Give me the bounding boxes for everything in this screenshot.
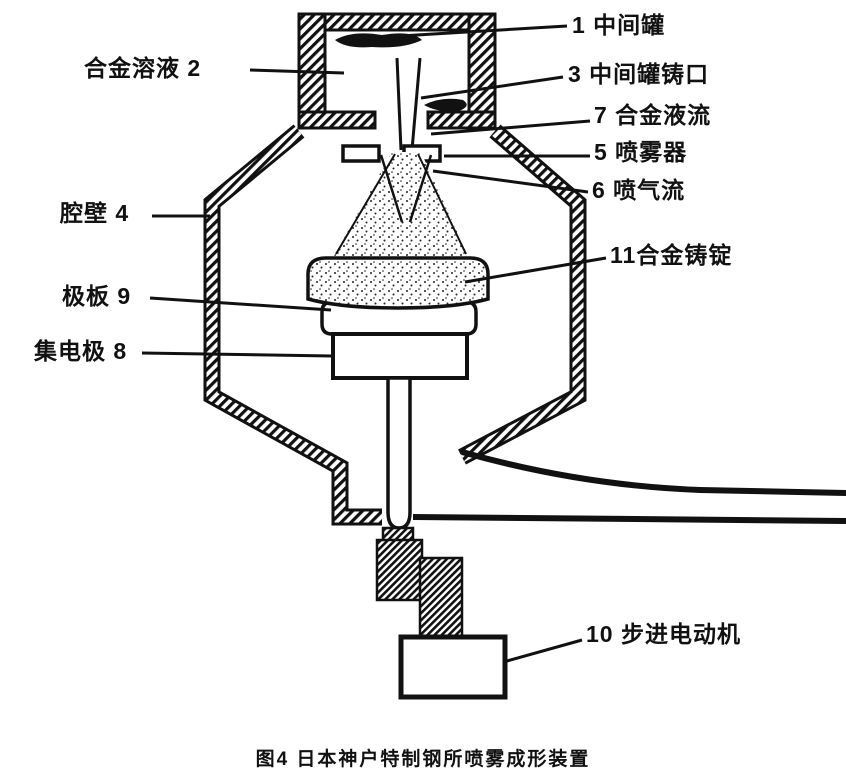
exhaust-pipe [412,449,846,524]
label-plate: 极板 9 [62,283,132,309]
label-alloy-ingot: 11合金铸锭 [610,242,733,268]
leader-alloy-melt [249,68,345,75]
alloy-ingot-shape [306,256,490,310]
tundish [297,12,497,151]
tundish-bottom-left [297,110,377,130]
casting-nozzle-channel [410,57,422,151]
leader-collector [141,351,333,358]
chamber-wall [203,124,587,526]
leader-gas-jet [432,169,589,194]
label-alloy-melt: 合金溶液 2 [84,55,202,81]
tundish-bottom-right [426,110,497,130]
atomizer-left [341,144,381,163]
leader-tundish-nozzle [420,75,564,100]
feed-screw [375,526,464,644]
figure-caption: 图4 日本神户特制钢所喷雾成形装置 [255,749,591,770]
collector-electrode-shape [331,332,469,380]
leader-alloy-stream [430,119,591,136]
label-atomizer: 5 喷雾器 [594,139,688,165]
label-gas-jet: 6 喷气流 [592,177,686,203]
alloy-melt-splash [424,98,467,112]
casting-nozzle-channel [395,57,403,151]
atomizer-nozzles [341,144,442,163]
label-tundish: 1 中间罐 [572,12,666,38]
label-collector: 集电极 8 [34,338,128,364]
leader-stepper-motor [506,638,583,663]
leader-tundish [399,24,568,38]
tundish-top-wall [297,12,497,32]
leader-plate [149,296,332,312]
support-stem [386,376,412,530]
label-stepper-motor: 10 步进电动机 [586,621,741,647]
label-alloy-stream: 7 合金液流 [594,102,712,128]
label-tundish-nozzle: 3 中间罐铸口 [568,61,710,87]
leader-alloy-ingot [464,256,607,284]
spray-cone [334,152,468,256]
label-chamber-wall: 腔壁 4 [60,200,130,226]
leader-lines [141,24,607,663]
stepper-motor-box [398,634,508,700]
